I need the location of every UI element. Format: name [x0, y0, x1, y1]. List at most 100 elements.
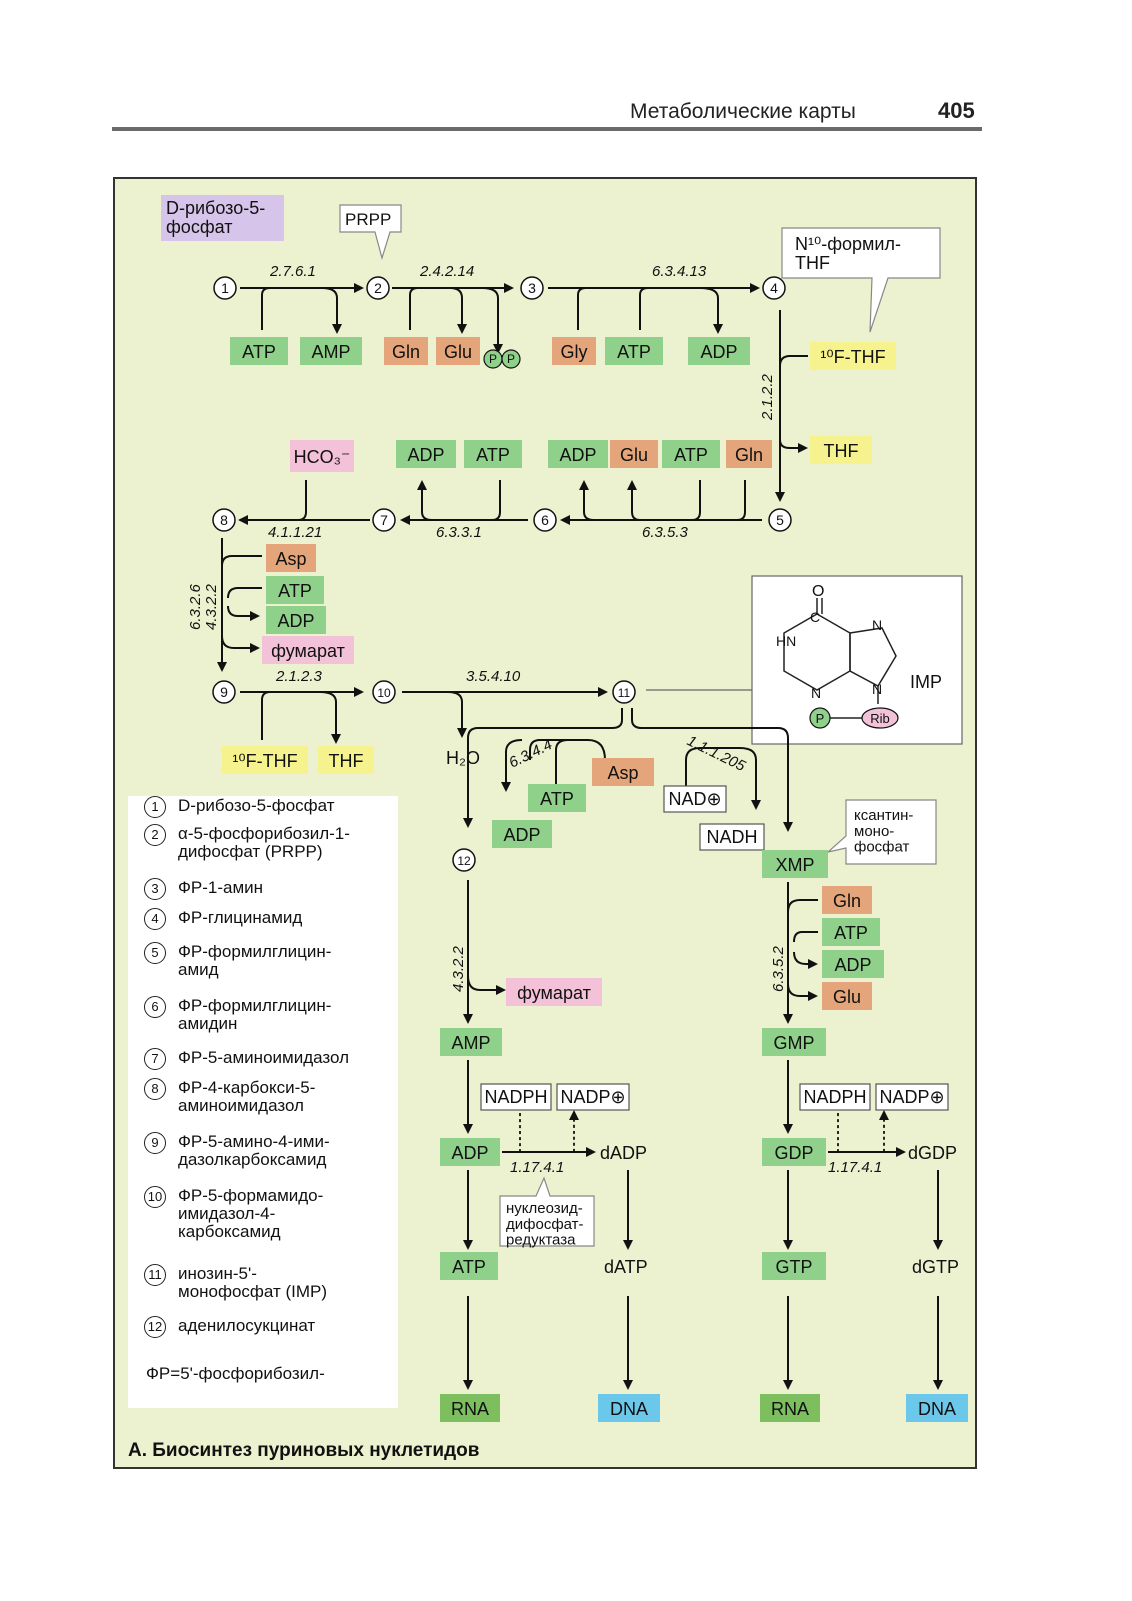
- svg-text:RNA: RNA: [451, 1399, 489, 1419]
- chip-10f-thf: ¹⁰F-THF: [222, 746, 308, 774]
- enzyme-1-1-1-205: 1.1.1.205: [684, 732, 748, 775]
- chip-gtp: GTP: [762, 1252, 826, 1280]
- chip-atp: ATP: [605, 337, 663, 365]
- chip-h2o: H₂O: [446, 748, 480, 768]
- legend-text: инозин-5'- монофосфат (IMP): [178, 1264, 328, 1301]
- chip-gly: Gly: [552, 337, 596, 365]
- svg-text:нуклеозид-дифосфат-редуктаза: нуклеозид-дифосфат-редуктаза: [506, 1200, 584, 1249]
- legend-text: ФР-5-аминоимидазол: [178, 1048, 349, 1067]
- svg-text:2: 2: [374, 280, 382, 296]
- svg-text:ADP: ADP: [700, 342, 737, 362]
- svg-text:P: P: [489, 352, 497, 366]
- svg-text:ADP: ADP: [834, 955, 871, 975]
- imp-p: P: [816, 711, 825, 726]
- svg-text:THF: THF: [824, 441, 859, 461]
- svg-text:AMP: AMP: [311, 342, 350, 362]
- svg-text:Gln: Gln: [735, 445, 763, 465]
- chip-nadh: NADH: [699, 823, 765, 851]
- legend-number: 11: [144, 1264, 166, 1286]
- chip-asp: Asp: [266, 544, 316, 572]
- svg-text:ATP: ATP: [674, 445, 708, 465]
- chip-nadp: NADP⊕: [556, 1083, 630, 1111]
- callout-xanthine-monophosphate: ксантин-моно-фосфат: [825, 799, 937, 865]
- enzyme-1-17-4-1: 1.17.4.1: [510, 1159, 564, 1176]
- imp-o: O: [812, 583, 824, 600]
- node-9: 9: [212, 680, 236, 704]
- chip-atp: ATP: [528, 784, 586, 812]
- imp-n: N: [872, 681, 882, 697]
- chip-glu: Glu: [436, 337, 480, 365]
- enzyme-2-4-2-14: 2.4.2.14: [419, 263, 474, 280]
- enzyme-4-1-1-21: 4.1.1.21: [268, 524, 322, 541]
- legend-number: 10: [144, 1186, 166, 1208]
- svg-text:ADP: ADP: [559, 445, 596, 465]
- chip-dna: DNA: [906, 1394, 968, 1422]
- node-7: 7: [372, 508, 396, 532]
- callout-prpp: PRPP: [339, 204, 402, 261]
- legend-number: 9: [144, 1132, 166, 1154]
- chip-gln: Gln: [384, 337, 428, 365]
- chip-gln: Gln: [726, 440, 772, 468]
- enzyme-1-17-4-1-b: 1.17.4.1: [828, 1159, 882, 1176]
- svg-text:NAD⊕: NAD⊕: [668, 789, 721, 809]
- legend-number: 12: [144, 1316, 166, 1338]
- node-1: 1: [213, 276, 237, 300]
- imp-structure: O C HN N N N P Rib IMP: [646, 575, 963, 745]
- svg-text:Gln: Gln: [833, 891, 861, 911]
- page-header-title: Метаболические карты: [630, 100, 856, 123]
- chip-gmp: GMP: [762, 1028, 826, 1056]
- chip-gdp: GDP: [762, 1138, 826, 1166]
- enzyme-4-3-2-2-b: 4.3.2.2: [450, 945, 467, 992]
- node-12: 12: [452, 848, 476, 872]
- callout-ribose-text: D-рибозо-5-фосфат: [166, 198, 265, 237]
- chip-atp: ATP: [822, 918, 880, 946]
- legend-note: ФР=5'-фосфорибозил-: [146, 1364, 325, 1383]
- legend-text: ФР-формилглицин- амидин: [178, 996, 332, 1033]
- svg-text:ADP: ADP: [451, 1143, 488, 1163]
- chip-atp: ATP: [662, 440, 720, 468]
- svg-text:THF: THF: [329, 751, 364, 771]
- chip-gln: Gln: [822, 886, 872, 914]
- chip-hco3: HCO₃⁻: [290, 440, 354, 472]
- chip-atp: ATP: [464, 440, 522, 468]
- node-2: 2: [366, 276, 390, 300]
- svg-text:AMP: AMP: [451, 1033, 490, 1053]
- legend-text: ФР-4-карбокси-5- аминоимидазол: [178, 1078, 316, 1115]
- chip-pyrophosphate: P P: [483, 349, 521, 369]
- svg-text:3: 3: [528, 280, 536, 296]
- legend-text: ФР-1-амин: [178, 878, 264, 897]
- chip-thf: THF: [810, 436, 872, 464]
- svg-text:NADP⊕: NADP⊕: [879, 1087, 944, 1107]
- svg-text:5: 5: [776, 512, 784, 528]
- svg-text:Gly: Gly: [561, 342, 588, 362]
- chip-adp: ADP: [396, 440, 456, 468]
- chip-nad: NAD⊕: [663, 785, 727, 813]
- imp-rib: Rib: [870, 711, 890, 726]
- legend-text: ФР-5-амино-4-ими- дазолкарбоксамид: [178, 1132, 330, 1169]
- node-3: 3: [520, 276, 544, 300]
- chip-dgdp: dGDP: [908, 1143, 957, 1163]
- svg-text:ATP: ATP: [617, 342, 651, 362]
- svg-text:4: 4: [770, 280, 778, 296]
- svg-text:Gln: Gln: [392, 342, 420, 362]
- svg-text:7: 7: [380, 512, 388, 528]
- svg-text:NADPH: NADPH: [484, 1087, 547, 1107]
- figure-caption: А. Биосинтез пуриновых нуклетидов: [128, 1440, 480, 1461]
- chip-dna: DNA: [598, 1394, 660, 1422]
- legend-number: 5: [144, 942, 166, 964]
- svg-text:8: 8: [220, 512, 228, 528]
- enzyme-2-1-2-3: 2.1.2.3: [275, 668, 323, 685]
- enzyme-6-3-3-1: 6.3.3.1: [436, 524, 482, 541]
- legend-text: ФР-формилглицин- амид: [178, 942, 332, 979]
- chip-datp: dATP: [604, 1257, 648, 1277]
- legend-number: 6: [144, 996, 166, 1018]
- chip-nadph: NADPH: [480, 1083, 552, 1111]
- node-10: 10: [372, 680, 396, 704]
- svg-text:Glu: Glu: [444, 342, 472, 362]
- header-rule: [112, 127, 982, 131]
- svg-text:фумарат: фумарат: [517, 983, 591, 1003]
- svg-text:DNA: DNA: [610, 1399, 648, 1419]
- chip-atp: ATP: [230, 337, 288, 365]
